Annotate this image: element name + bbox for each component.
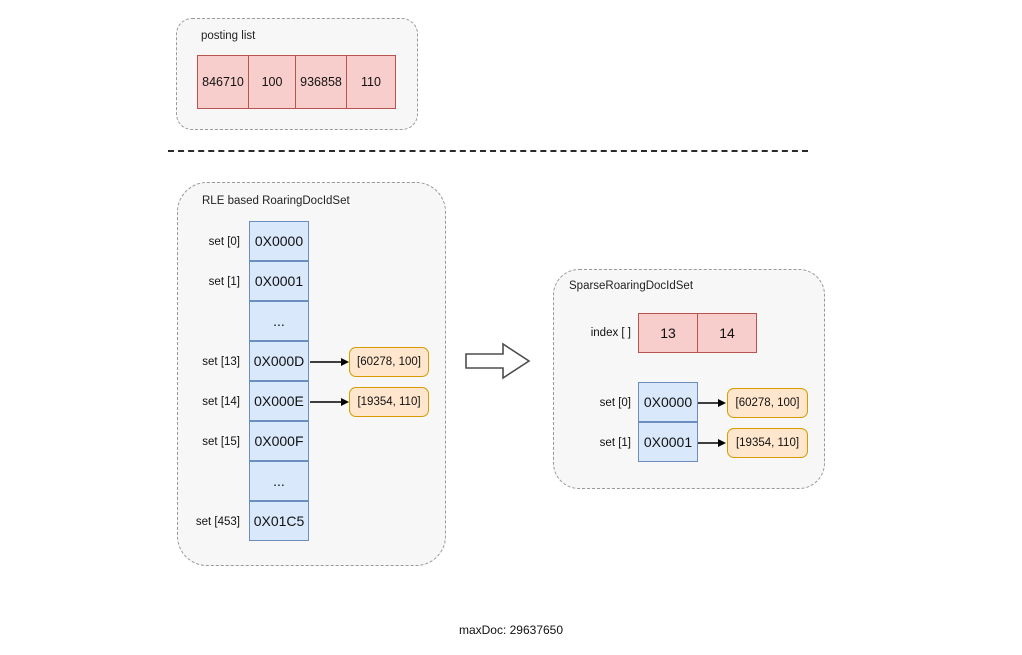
rle-row-label: set [13] — [202, 356, 240, 368]
posting-list-cell: 110 — [346, 55, 396, 109]
rle-hex-cell: 0X0000 — [249, 221, 309, 261]
sparse-roaring-docidset-container: SparseRoaringDocIdSet index [ ] 13 14 se… — [553, 269, 825, 489]
sparse-hex-cell: 0X0001 — [638, 422, 698, 462]
posting-list-cell: 936858 — [295, 55, 347, 109]
sparse-row-label: set [0] — [599, 397, 631, 409]
rle-row-label: set [14] — [202, 396, 240, 408]
sparse-value-box: [19354, 110] — [727, 428, 808, 458]
rle-hex-cell-ellipsis: ... — [249, 301, 309, 341]
posting-list-cell: 846710 — [197, 55, 249, 109]
sparse-value-box: [60278, 100] — [727, 388, 808, 418]
sparse-row: set [1] 0X0001 [19354, 110] — [554, 422, 824, 463]
rle-row: set [453] 0X01C5 — [178, 501, 445, 542]
rle-row: set [0] 0X0000 — [178, 221, 445, 262]
rle-hex-cell: 0X0001 — [249, 261, 309, 301]
sparse-roaring-docidset-label: SparseRoaringDocIdSet — [569, 280, 694, 292]
posting-list-cell: 100 — [248, 55, 296, 109]
rle-hex-cell: 0X000E — [249, 381, 309, 421]
index-array-label: index [ ] — [590, 327, 631, 339]
rle-row: ... — [178, 461, 445, 502]
rle-value-box: [60278, 100] — [349, 347, 429, 377]
rle-row-label: set [453] — [195, 516, 240, 528]
rle-row-label: set [0] — [208, 236, 240, 248]
separator-dashed-line — [168, 150, 808, 152]
rle-row: set [1] 0X0001 — [178, 261, 445, 302]
rle-hex-cell: 0X000D — [249, 341, 309, 381]
index-cell: 13 — [638, 313, 698, 353]
rle-hex-cell-ellipsis: ... — [249, 461, 309, 501]
rle-hex-cell: 0X01C5 — [249, 501, 309, 541]
rle-hex-cell: 0X000F — [249, 421, 309, 461]
rle-roaring-docidset-label: RLE based RoaringDocIdSet — [202, 195, 350, 207]
posting-list-container: posting list 846710 100 936858 110 — [176, 18, 418, 130]
posting-list-array: 846710 100 936858 110 — [197, 55, 396, 109]
rle-row: set [13] 0X000D [60278, 100] — [178, 341, 445, 382]
rle-row: ... — [178, 301, 445, 342]
sparse-row: set [0] 0X0000 [60278, 100] — [554, 382, 824, 423]
arrow-right-icon — [698, 439, 726, 447]
rle-row: set [15] 0X000F — [178, 421, 445, 462]
rle-value-box: [19354, 110] — [349, 387, 429, 417]
arrow-right-icon — [310, 398, 349, 406]
sparse-row-label: set [1] — [599, 437, 631, 449]
rle-roaring-docidset-container: RLE based RoaringDocIdSet set [0] 0X0000… — [177, 182, 446, 566]
index-cell: 14 — [697, 313, 757, 353]
big-arrow-right-icon — [465, 342, 531, 380]
posting-list-label: posting list — [201, 30, 256, 42]
arrow-right-icon — [310, 358, 349, 366]
rle-row: set [14] 0X000E [19354, 110] — [178, 381, 445, 422]
sparse-hex-cell: 0X0000 — [638, 382, 698, 422]
rle-row-label: set [1] — [208, 276, 240, 288]
arrow-right-icon — [698, 399, 726, 407]
rle-row-label: set [15] — [202, 436, 240, 448]
maxdoc-text: maxDoc: 29637650 — [458, 623, 564, 637]
index-array: 13 14 — [638, 313, 757, 353]
